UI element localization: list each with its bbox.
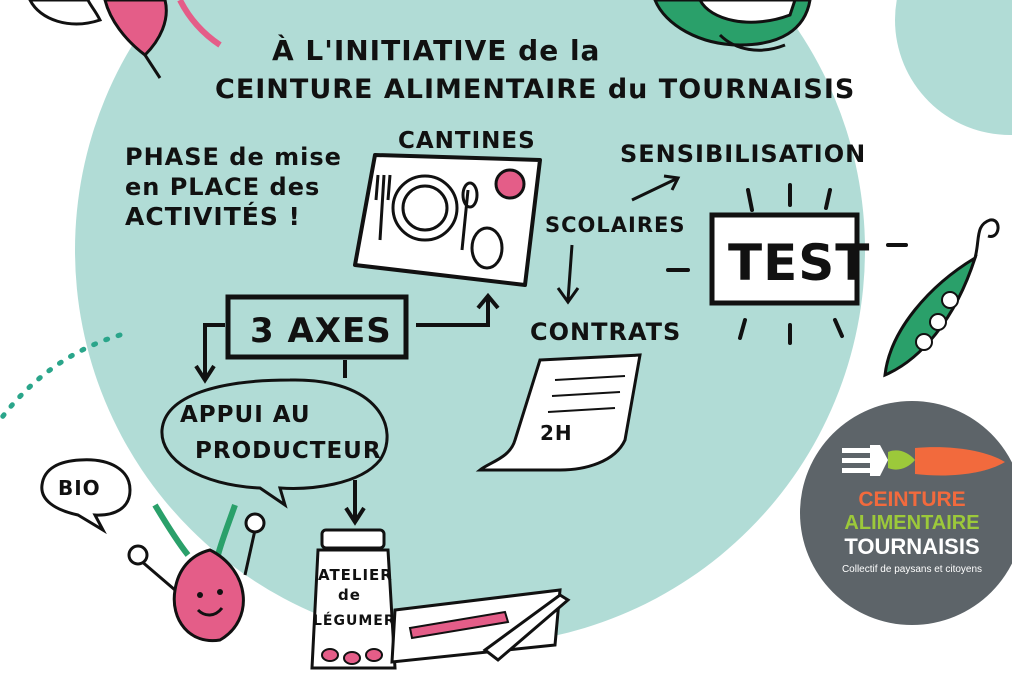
atelier-line-3: LÉGUMERIE bbox=[313, 612, 412, 629]
contract-signature: 2H bbox=[540, 421, 573, 445]
appui-line-2: PRODUCTEUR bbox=[195, 438, 382, 464]
phase-note-line-3: ACTIVITÉS ! bbox=[125, 202, 301, 231]
bio-label: BIO bbox=[58, 476, 101, 500]
fork-carrot-icon bbox=[842, 445, 1005, 476]
arrow-to-appui-left bbox=[194, 323, 225, 384]
test-box: TEST bbox=[666, 183, 908, 345]
arrow-to-contrats bbox=[556, 244, 580, 305]
cantines-label: CANTINES bbox=[398, 128, 536, 154]
test-label: TEST bbox=[728, 234, 870, 292]
arrow-to-atelier bbox=[344, 480, 366, 526]
header-line-1: À L'INITIATIVE de la bbox=[272, 33, 600, 67]
header-line-2: CEINTURE ALIMENTAIRE du TOURNAISIS bbox=[215, 74, 855, 105]
dotted-trail bbox=[0, 332, 123, 423]
appui-producteur-bubble: APPUI AU PRODUCTEUR bbox=[160, 378, 389, 509]
phase-note-line-1: PHASE de mise bbox=[125, 143, 342, 171]
logo-tagline: Collectif de paysans et citoyens bbox=[842, 564, 982, 575]
phase-note: PHASE de mise en PLACE des ACTIVITÉS ! bbox=[125, 143, 342, 231]
atelier-line-2: de bbox=[338, 586, 361, 604]
top-beet-drawing bbox=[28, 0, 222, 79]
bio-bubble: BIO bbox=[40, 458, 132, 535]
sensibilisation-label: SENSIBILISATION bbox=[620, 140, 866, 168]
axes-box-label: 3 AXES bbox=[250, 311, 392, 351]
logo-line-1: CEINTURE bbox=[858, 488, 965, 511]
appui-line-1: APPUI AU bbox=[180, 402, 311, 428]
cutting-board-drawing bbox=[390, 588, 571, 664]
phase-note-line-2: en PLACE des bbox=[125, 173, 320, 201]
cantine-tray-drawing bbox=[353, 153, 542, 287]
axes-box: 3 AXES bbox=[225, 294, 409, 360]
pea-pod-drawing bbox=[883, 218, 1000, 378]
contrats-label: CONTRATS bbox=[530, 318, 681, 346]
arrow-to-cantines bbox=[416, 292, 500, 327]
beet-character-drawing bbox=[127, 503, 266, 643]
logo-line-3: TOURNAISIS bbox=[844, 534, 979, 559]
cauliflower-drawing bbox=[653, 0, 812, 52]
atelier-line-1: ATELIER bbox=[318, 566, 393, 584]
logo-line-2: ALIMENTAIRE bbox=[844, 512, 979, 534]
contract-scroll-drawing: 2H bbox=[475, 353, 642, 472]
arrow-to-sensibilisation bbox=[631, 174, 681, 202]
logo-badge: CEINTURE ALIMENTAIRE TOURNAISIS Collecti… bbox=[800, 401, 1012, 625]
scolaires-label: SCOLAIRES bbox=[545, 213, 685, 237]
atelier-jar-drawing: ATELIER de LÉGUMERIE bbox=[310, 528, 412, 670]
background-circle-corner bbox=[895, 0, 1012, 135]
